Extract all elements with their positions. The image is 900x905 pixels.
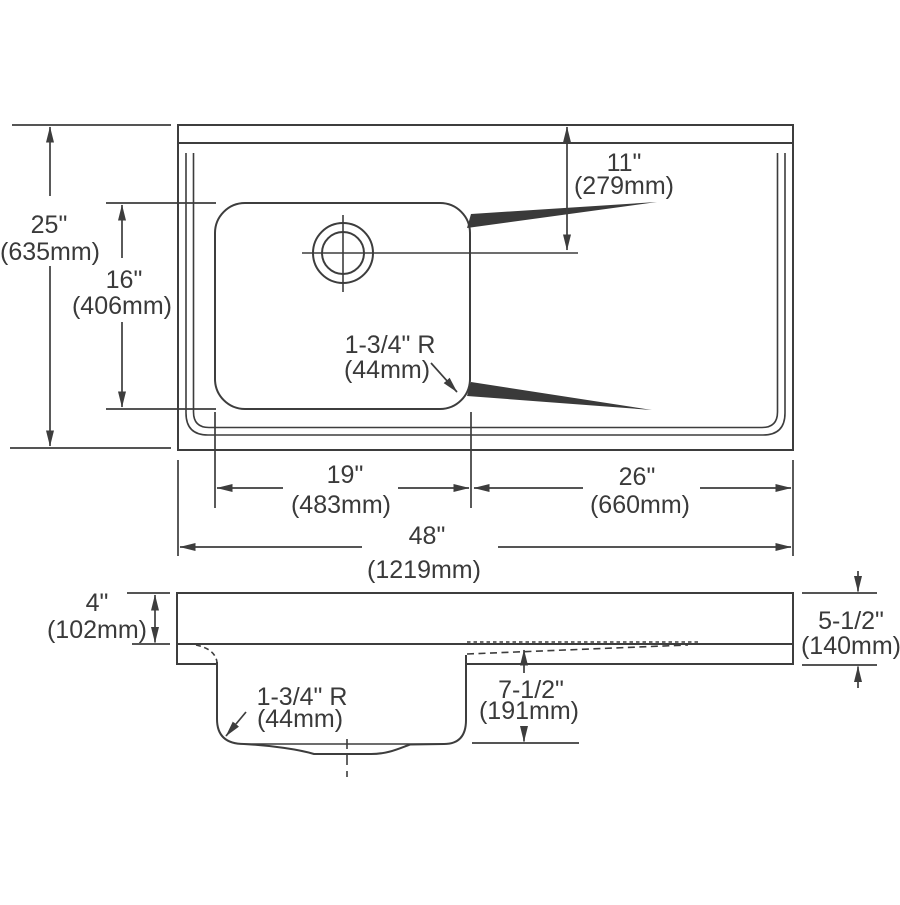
dimension-rim-height: 4" (102mm) [47, 589, 170, 645]
dim-overall-height-in: 5-1/2" [818, 607, 884, 635]
section-corner-radius-callout: 1-3/4" R (44mm) [225, 683, 348, 737]
rim-inner-line [192, 153, 779, 429]
section-radius-arrow [225, 711, 247, 737]
hidden-drainboard-slope [466, 644, 689, 655]
section-radius-metric: (44mm) [257, 705, 343, 733]
plan-corner-radius-callout: 1-3/4" R (44mm) [344, 331, 458, 393]
dim-overall-depth-in: 25" [31, 211, 68, 239]
dim-bowl-width-mm: (483mm) [291, 491, 391, 519]
dim-bowl-ftb-mm: (406mm) [72, 292, 172, 320]
plan-radius-label: 1-3/4" R [345, 331, 436, 359]
bowl-outline [214, 202, 471, 410]
dim-drain-offset-mm: (279mm) [574, 172, 674, 200]
dimension-bowl-front-to-back: 16" (406mm) [72, 202, 216, 410]
hidden-rim-radius-arc [195, 644, 218, 663]
dimension-overall-depth: 25" (635mm) [0, 124, 171, 449]
leader-swoosh-top [467, 202, 657, 228]
rim-outer-line [185, 153, 786, 436]
section-bowl-outline [216, 655, 467, 755]
dim-rim-height-mm: (102mm) [47, 616, 147, 644]
leader-swoosh-bottom [467, 382, 652, 410]
dim-overall-depth-mm: (635mm) [0, 238, 100, 266]
dim-overall-width-in: 48" [409, 522, 446, 550]
dim-bowl-ftb-in: 16" [106, 266, 143, 294]
dim-rim-height-in: 4" [86, 589, 109, 617]
plan-radius-metric: (44mm) [344, 356, 430, 384]
plan-radius-arrow [430, 362, 458, 393]
sink-outer-edge [177, 124, 794, 451]
section-view [176, 592, 794, 777]
dim-overall-width-mm: (1219mm) [367, 556, 481, 584]
dim-drainboard-width-in: 26" [619, 463, 656, 491]
dimension-overall-width: 48" (1219mm) [177, 460, 792, 584]
dimension-drain-offset: 11" (279mm) [563, 126, 674, 251]
section-radius-label: 1-3/4" R [257, 683, 348, 711]
plan-view [177, 124, 794, 451]
dimension-overall-height: 5-1/2" (140mm) [801, 571, 900, 688]
dim-bowl-width-in: 19" [327, 461, 364, 489]
dim-drain-offset-in: 11" [607, 149, 642, 177]
dimension-drainboard-width: 26" (660mm) [473, 460, 794, 556]
dimension-bowl-width: 19" (483mm) [214, 412, 472, 519]
dim-bowl-depth-in: 7-1/2" [498, 676, 564, 704]
dim-drainboard-width-mm: (660mm) [590, 491, 690, 519]
dimension-bowl-depth: 7-1/2" (191mm) [472, 649, 579, 744]
dim-overall-height-mm: (140mm) [801, 632, 900, 660]
dim-bowl-depth-mm: (191mm) [479, 697, 579, 725]
